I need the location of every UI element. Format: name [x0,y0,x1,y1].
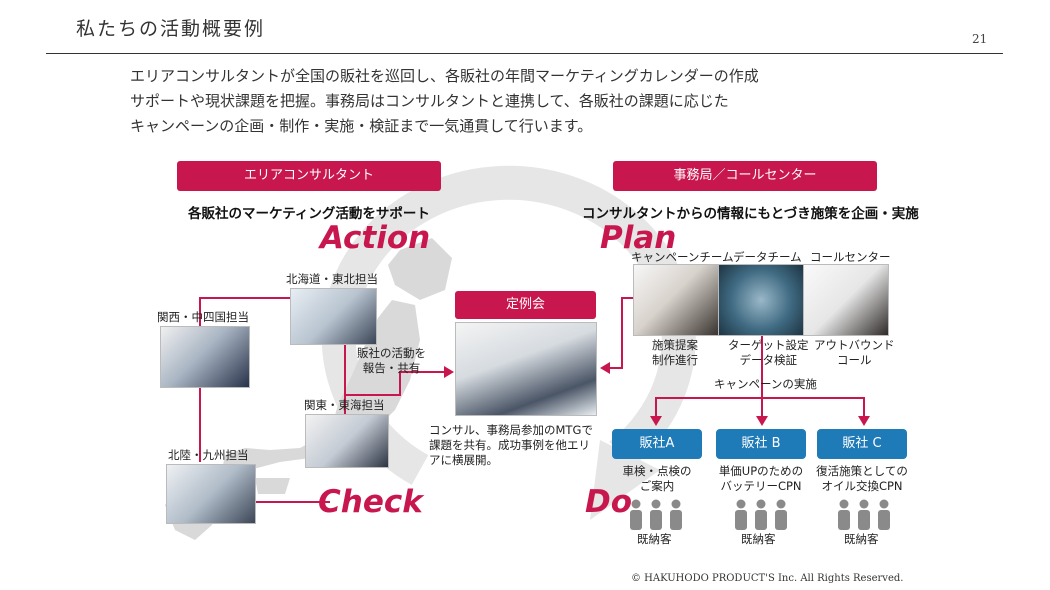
dealer-a-customer: 既納客 [637,532,672,546]
customer-group-a-icon [630,499,682,530]
dealer-b-box: 販社 B [716,429,806,459]
intro-line-2: サポートや現状課題を把握。事務局はコンサルタントと連携して、各販社の課題に応じた [130,92,729,110]
meeting-desc-line-1: コンサル、事務局参加のMTGで [429,423,593,437]
customer-group-b-icon [735,499,787,530]
phase-check: Check [318,484,423,520]
team-label-campaign: キャンペーンチーム [631,250,734,264]
region-label-kanto: 関東・東海担当 [304,398,385,412]
campaign-team-desc: 施策提案 制作進行 [652,338,698,368]
dealer-a-desc: 車検・点検の ご案内 [618,464,696,494]
dealer-b-desc-1: 単価UPのための [718,464,804,478]
copyright: © HAKUHODO PRODUCT'S Inc. All Rights Res… [631,573,904,584]
region-label-hokkaido: 北海道・東北担当 [286,272,378,286]
left-heading: 各販社のマーケティング活動をサポート [188,206,430,222]
dealer-b-customer: 既納客 [741,532,776,546]
meeting-bar: 定例会 [455,291,596,319]
data-team-desc: ターゲット設定 データ検証 [728,338,809,368]
area-consultant-bar: エリアコンサルタント [177,161,441,191]
callcenter-desc: アウトバウンド コール [814,338,895,368]
title-rule [46,53,1003,54]
right-heading: コンサルタントからの情報にもとづき施策を企画・実施 [582,206,919,222]
dealer-c-customer: 既納客 [844,532,879,546]
callcenter-desc-1: アウトバウンド [814,338,895,352]
page-title: 私たちの活動概要例 [76,18,266,40]
dealer-c-desc-2: オイル交換CPN [821,479,903,493]
photo-kansai-consultants [160,326,250,388]
intro-line-3: キャンペーンの企画・制作・実施・検証まで一気通貫して行います。 [130,117,593,135]
dealer-a-desc-1: 車検・点検の [622,464,692,478]
photo-hokkaido-consultants [290,288,377,345]
team-label-callcenter: コールセンター [810,250,891,264]
phase-do: Do [585,484,633,520]
report-line-1: 販社の活動を [357,346,426,360]
dealer-a-box: 販社A [612,429,702,459]
intro-text: エリアコンサルタントが全国の販社を巡回し、各販社の年間マーケティングカレンダーの… [130,64,759,139]
meeting-description: コンサル、事務局参加のMTGで 課題を共有。成功事例を他エリ アに横展開。 [429,423,593,468]
dealer-b-desc-2: バッテリーCPN [720,479,802,493]
photo-callcenter [803,264,889,336]
region-label-hokuriku: 北陸・九州担当 [168,448,249,462]
data-desc-1: ターゲット設定 [728,338,809,352]
phase-action: Action [320,220,431,256]
team-label-data: データチーム [733,250,802,264]
data-desc-2: データ検証 [739,353,798,367]
campaign-execution-label: キャンペーンの実施 [714,377,817,391]
page-number: 21 [972,32,988,46]
dealer-b-desc: 単価UPのための バッテリーCPN [706,464,816,494]
cycle-arrow-icon [321,165,696,520]
secretariat-bar: 事務局／コールセンター [613,161,877,191]
photo-meeting [455,322,597,416]
customer-group-c-icon [838,499,890,530]
campaign-desc-2: 制作進行 [652,353,698,367]
photo-hokuriku-consultants [166,464,256,524]
report-label: 販社の活動を 報告・共有 [357,346,426,376]
dealer-c-desc: 復活施策としての オイル交換CPN [807,464,917,494]
meeting-desc-line-3: アに横展開。 [429,453,498,467]
meeting-desc-line-2: 課題を共有。成功事例を他エリ [429,438,590,452]
intro-line-1: エリアコンサルタントが全国の販社を巡回し、各販社の年間マーケティングカレンダーの… [130,67,759,85]
campaign-branch-lines [655,335,865,418]
region-label-kansai: 関西・中四国担当 [157,310,249,324]
photo-campaign-team [633,264,719,336]
dealer-c-box: 販社 C [817,429,907,459]
report-line-2: 報告・共有 [362,361,421,375]
dealer-c-desc-1: 復活施策としての [816,464,908,478]
phase-plan: Plan [600,220,677,256]
dealer-a-desc-2: ご案内 [639,479,675,493]
campaign-desc-1: 施策提案 [652,338,698,352]
photo-kanto-consultant [305,414,389,468]
photo-data-team [718,264,804,336]
callcenter-desc-2: コール [837,353,872,367]
